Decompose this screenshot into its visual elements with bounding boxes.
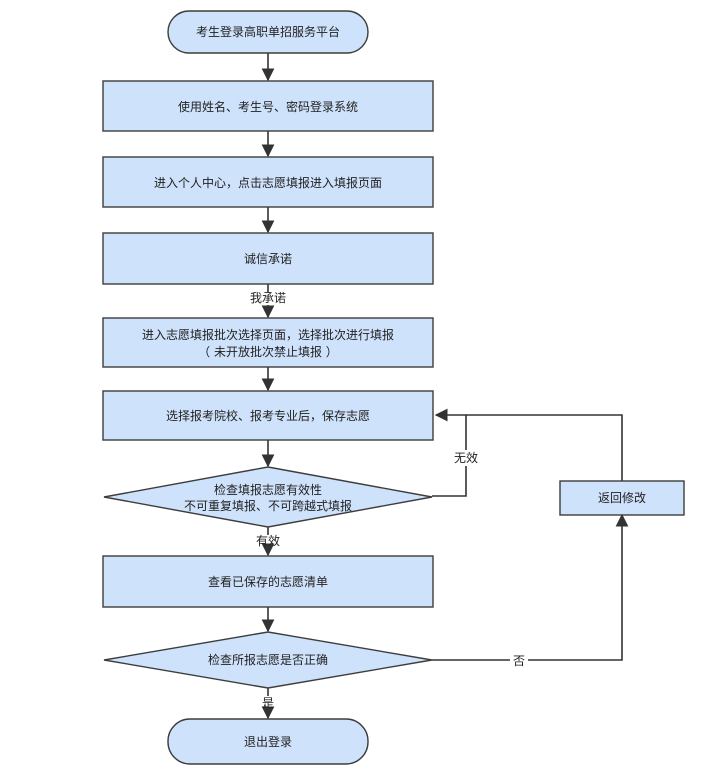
edge-return-school <box>466 414 623 481</box>
node-return-modify: 返回修改 <box>559 480 685 516</box>
node-check-correct: 检查所报志愿是否正确 <box>103 631 433 689</box>
edge-label-invalid-bg <box>450 450 482 466</box>
node-choose-school-label: 选择报考院校、报考专业后，保存志愿 <box>166 408 370 423</box>
node-logout: 退出登录 <box>167 718 369 765</box>
node-personal-center: 进入个人中心，点击志愿填报进入填报页面 <box>102 156 434 208</box>
edge-labels: 我承诺 无效 有效 否 是 <box>250 291 528 710</box>
node-view-list-shape <box>102 555 434 608</box>
node-integrity-label: 诚信承诺 <box>244 252 292 266</box>
node-login-shape <box>102 80 434 132</box>
node-validity-check-label-2: 不可重复填报、不可跨越式填报 <box>184 498 352 513</box>
edge-label-invalid: 无效 <box>454 450 478 465</box>
node-validity-check-shape <box>103 466 433 528</box>
node-login: 使用姓名、考生号、密码登录系统 <box>102 80 434 132</box>
node-check-correct-label: 检查所报志愿是否正确 <box>208 652 328 667</box>
node-validity-check: 检查填报志愿有效性 不可重复填报、不可跨越式填报 <box>103 466 433 528</box>
edges <box>261 53 629 720</box>
edge-label-valid: 有效 <box>256 533 280 548</box>
node-start-shape <box>167 10 369 54</box>
edge-label-no-bg <box>510 652 528 668</box>
node-start: 考生登录高职单招服务平台 <box>167 10 369 54</box>
node-validity-check-label-1: 检查填报志愿有效性 <box>214 482 322 497</box>
edge-check-no <box>432 513 629 661</box>
edge-label-promise: 我承诺 <box>250 291 286 305</box>
node-select-batch-label-1: 进入志愿填报批次选择页面，选择批次进行填报 <box>142 327 394 342</box>
node-select-batch-shape <box>102 317 434 368</box>
node-check-correct-shape <box>103 631 433 689</box>
node-return-modify-shape <box>559 480 685 516</box>
node-select-batch-label-2: （ 未开放批次禁止填报 ） <box>198 344 338 359</box>
node-integrity-shape <box>102 232 434 285</box>
edge-label-no: 否 <box>513 654 525 668</box>
node-choose-school-shape <box>102 390 434 441</box>
node-personal-center-label: 进入个人中心，点击志愿填报进入填报页面 <box>154 175 382 190</box>
node-login-label: 使用姓名、考生号、密码登录系统 <box>178 99 358 114</box>
node-select-batch: 进入志愿填报批次选择页面，选择批次进行填报 （ 未开放批次禁止填报 ） <box>102 317 434 368</box>
node-start-label: 考生登录高职单招服务平台 <box>196 24 340 39</box>
node-logout-shape <box>167 718 369 765</box>
node-integrity: 诚信承诺 <box>102 232 434 285</box>
node-logout-label: 退出登录 <box>244 734 292 749</box>
node-choose-school: 选择报考院校、报考专业后，保存志愿 <box>102 390 434 441</box>
node-return-modify-label: 返回修改 <box>598 490 646 505</box>
node-view-list-label: 查看已保存的志愿清单 <box>208 574 328 589</box>
node-view-list: 查看已保存的志愿清单 <box>102 555 434 608</box>
node-personal-center-shape <box>102 156 434 208</box>
edge-label-yes: 是 <box>262 696 274 710</box>
